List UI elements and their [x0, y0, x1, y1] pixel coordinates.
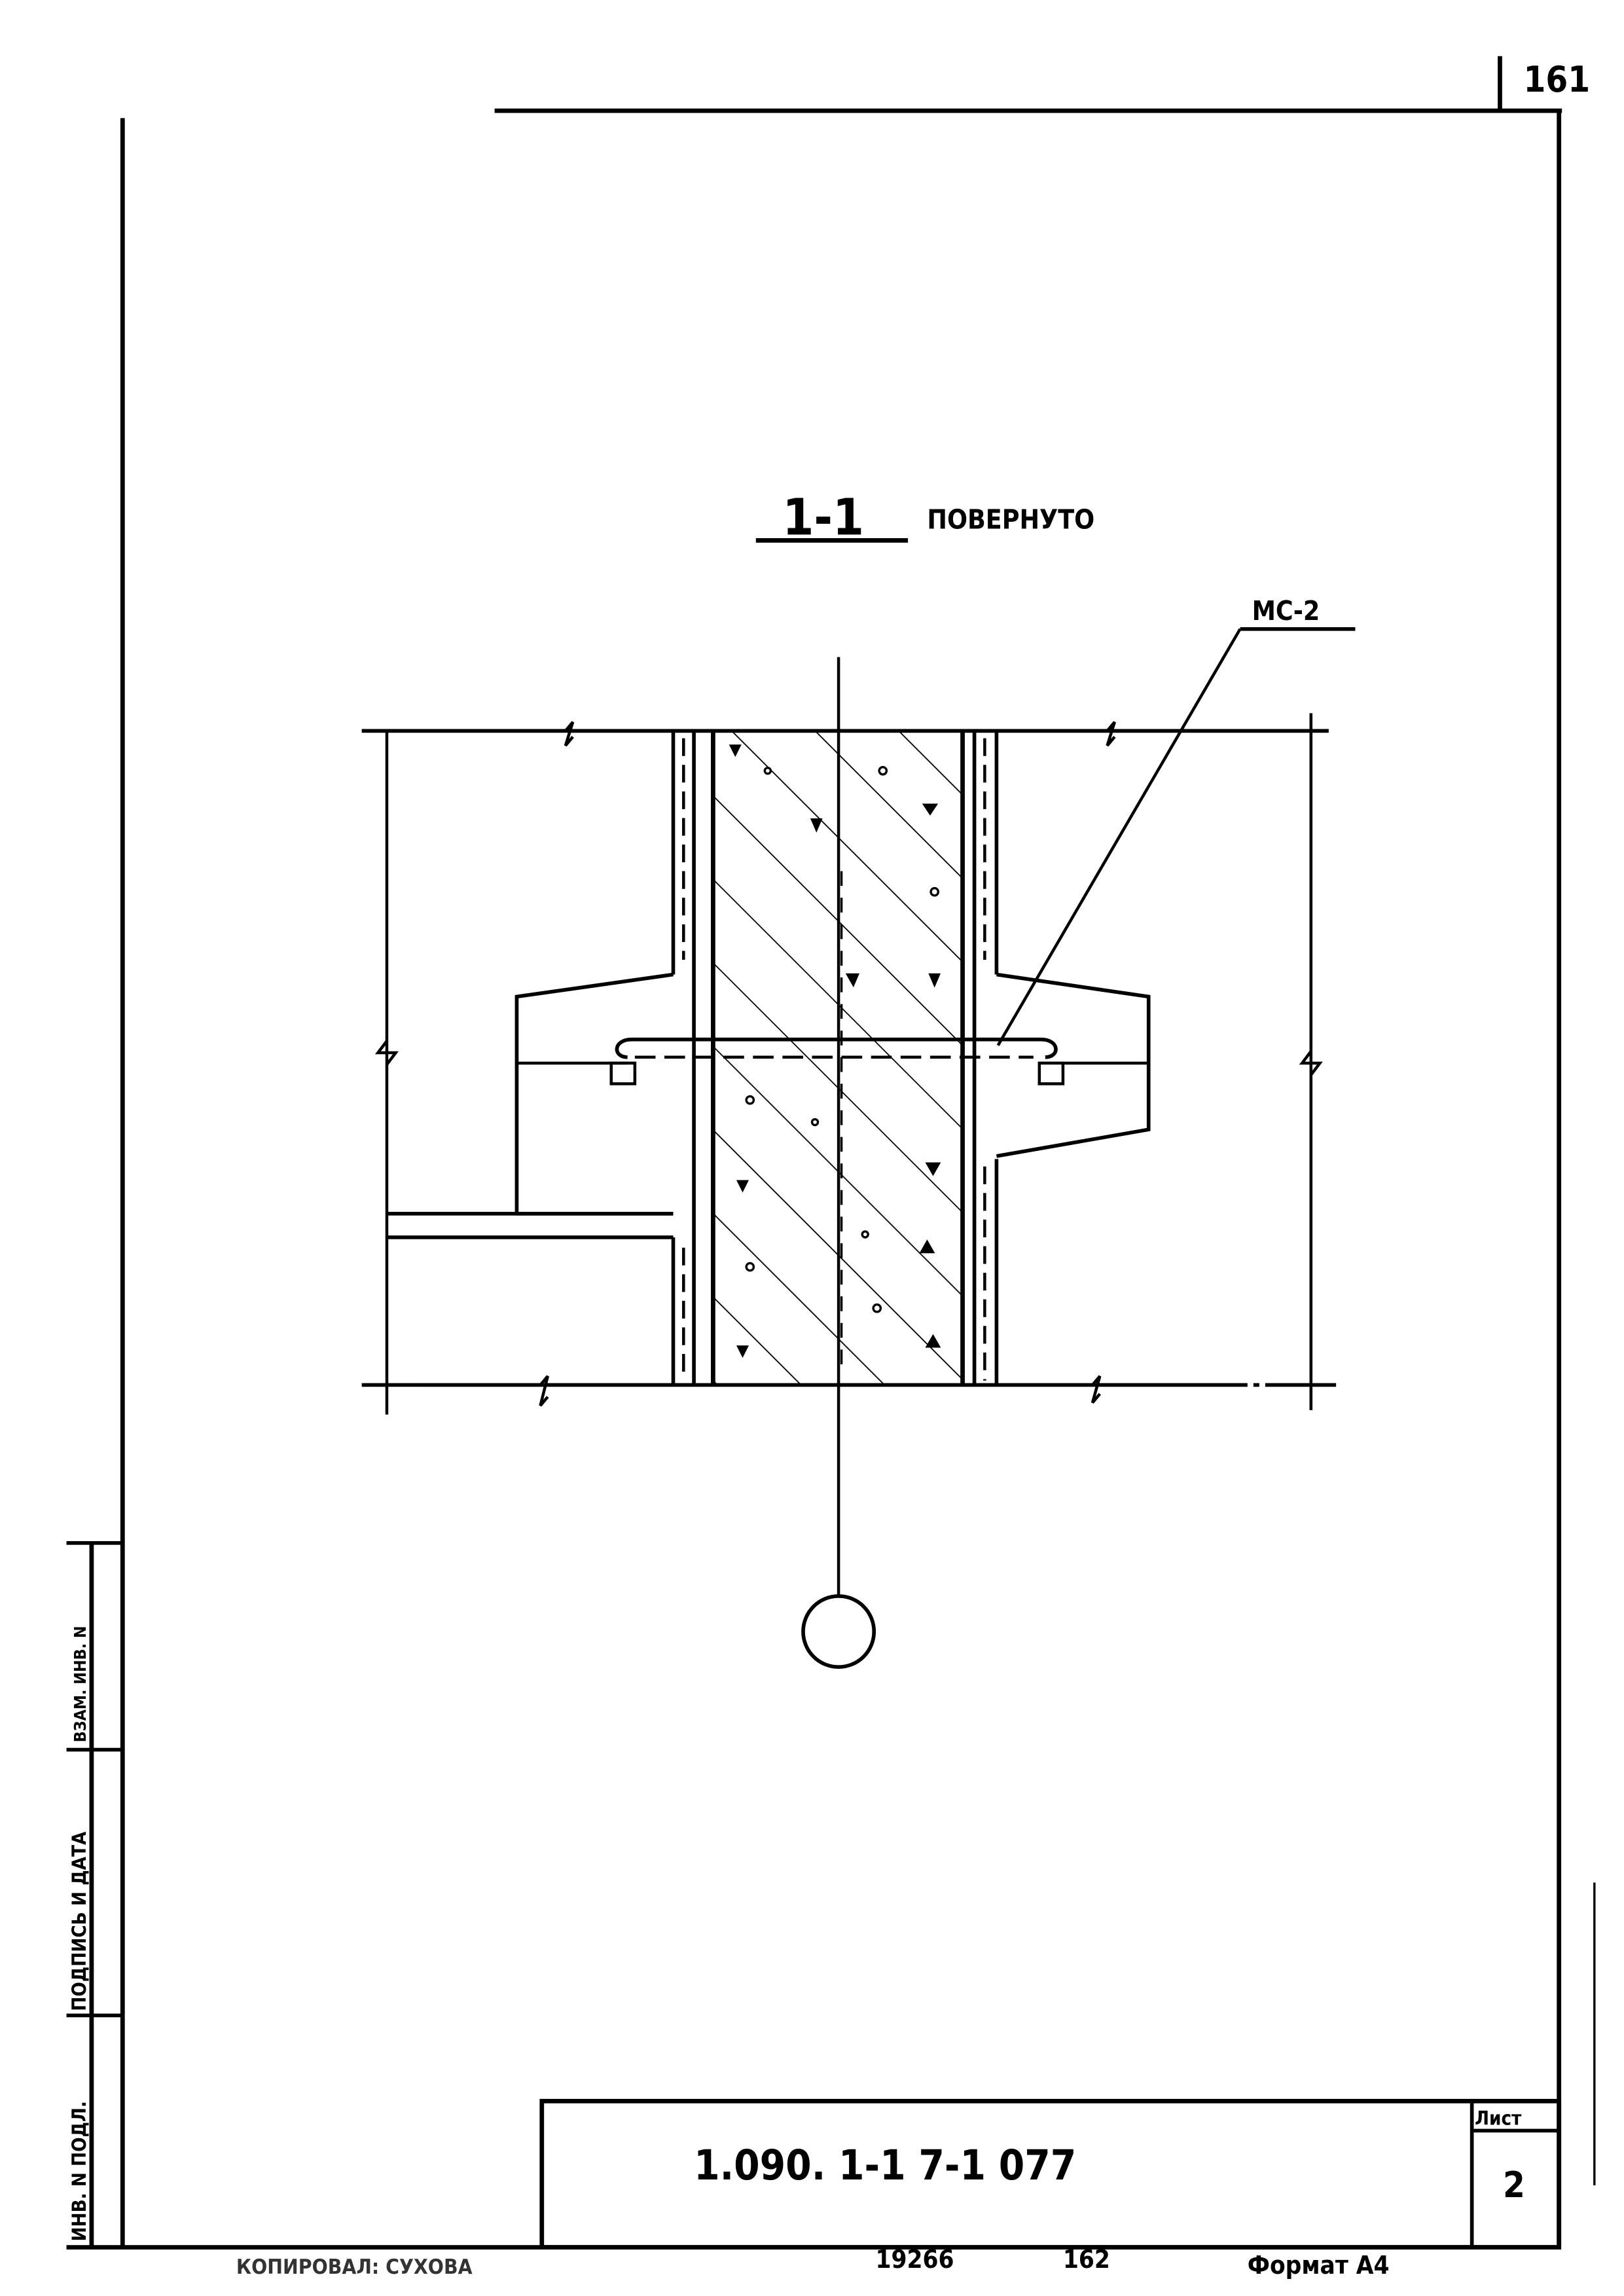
- binding-stamp: ИНВ. N ПОДЛ. ПОДПИСЬ И ДАТА ВЗАМ. ИНВ. N: [66, 1540, 123, 2248]
- section-title: 1-1: [782, 488, 864, 547]
- axis-marker-circle: [801, 1594, 876, 1669]
- callout-leader: [996, 627, 1356, 1046]
- stamp-replaces-inv: ВЗАМ. ИНВ. N: [71, 1626, 90, 1742]
- title-block: [539, 2098, 1562, 2250]
- footer-format: Формат А4: [1248, 2251, 1390, 2280]
- page-number: 161: [1524, 59, 1591, 100]
- callout-label: МС-2: [1252, 595, 1320, 627]
- sheet-label: Лист: [1475, 2107, 1522, 2129]
- sheet-number: 2: [1503, 2164, 1525, 2206]
- footer-order-number: 19266: [875, 2245, 954, 2274]
- footer-sheet-count: 162: [1063, 2245, 1110, 2274]
- section-note: ПОВЕРНУТО: [927, 503, 1094, 535]
- footer-copied-by: КОПИРОВАЛ: СУХОВА: [236, 2255, 473, 2279]
- stamp-signature-date: ПОДПИСЬ И ДАТА: [68, 1831, 90, 2011]
- wall-section-drawing: [361, 657, 1337, 1669]
- stamp-inv-no: ИНВ. N ПОДЛ.: [68, 2101, 90, 2241]
- document-code: 1.090. 1-1 7-1 077: [694, 2141, 1076, 2189]
